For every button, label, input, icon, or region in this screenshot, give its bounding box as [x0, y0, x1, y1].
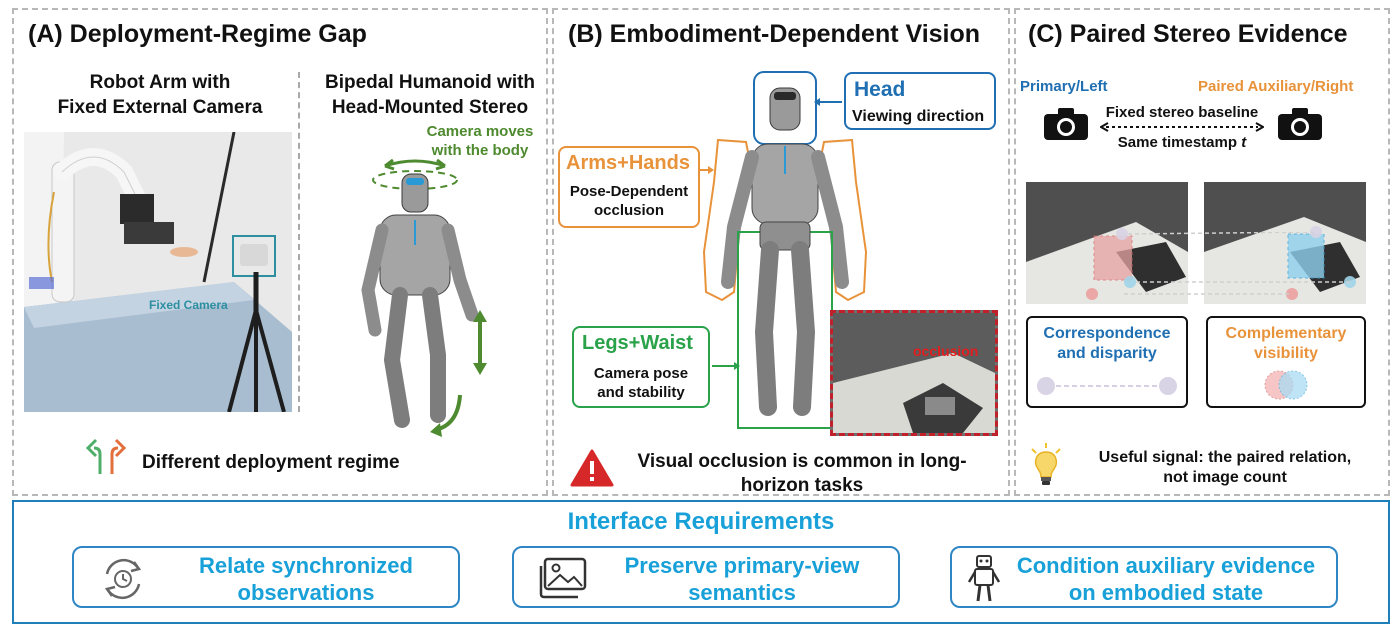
legs-callout-sub: Camera pose and stability: [593, 365, 689, 401]
requirement-text-primary-view: Preserve primary-view semantics: [624, 553, 860, 605]
arms-callout: Arms+Hands Pose-Dependent occlusion: [558, 146, 700, 228]
legs-callout: Legs+Waist Camera pose and stability: [572, 326, 710, 408]
panel-a: [12, 8, 548, 496]
requirement-item-sync: Relate synchronized observations: [72, 546, 460, 608]
arms-callout-title: Arms+Hands: [566, 152, 690, 174]
panel-b-title: (B) Embodiment-Dependent Vision: [568, 20, 981, 48]
requirement-item-primary-view: Preserve primary-view semantics: [512, 546, 900, 608]
correspondence-box: Correspondence and disparity: [1026, 316, 1188, 408]
panel-b: [552, 8, 1010, 496]
stereo-left-photo: [1026, 182, 1188, 304]
timestamp-label: Same timestamp t: [1117, 134, 1247, 151]
panel-a-title: (A) Deployment-Regime Gap: [28, 20, 367, 48]
camera-moves-caption: Camera moves with the body: [426, 123, 534, 159]
arms-callout-sub: Pose-Dependent occlusion: [569, 183, 689, 219]
occlusion-label: occlusion: [913, 343, 979, 359]
panel-c: [1014, 8, 1390, 496]
baseline-arrow: [1100, 122, 1264, 132]
requirements-box: [12, 500, 1390, 624]
occlusion-scene: [833, 313, 995, 433]
image-gallery-icon: [539, 557, 587, 599]
requirement-item-embodied: Condition auxiliary evidence on embodied…: [950, 546, 1338, 608]
robot-icon: [967, 555, 1001, 602]
primary-label: Primary/Left: [1020, 78, 1108, 95]
left-camera-icon: [1044, 108, 1088, 140]
baseline-label: Fixed stereo baseline: [1105, 104, 1259, 121]
robot-arm-scene: [24, 132, 292, 412]
head-callout-title: Head: [854, 78, 906, 101]
signal-text: Useful signal: the paired relation, not …: [1098, 449, 1352, 486]
humanoid-standing-figure: [702, 71, 868, 429]
sync-icon: [104, 558, 142, 600]
head-callout-sub: Viewing direction: [852, 108, 985, 125]
requirements-title: Interface Requirements: [567, 508, 835, 535]
legs-callout-title: Legs+Waist: [582, 332, 693, 354]
callout-connectors: [690, 98, 842, 370]
panel-a-separator: [298, 72, 300, 412]
correspondence-dots: [1037, 377, 1177, 395]
correspondence-text: Correspondence and disparity: [1043, 325, 1171, 362]
stereo-correspondence-lines: [1122, 232, 1352, 295]
requirement-text-sync: Relate synchronized observations: [199, 553, 413, 605]
complementary-box: Complementary visibility: [1206, 316, 1366, 408]
auxiliary-label: Paired Auxiliary/Right: [1198, 78, 1354, 95]
head-callout: Head Viewing direction: [844, 72, 996, 130]
panel-c-title: (C) Paired Stereo Evidence: [1028, 20, 1348, 48]
stereo-left-scene: [1026, 182, 1188, 304]
venn-icon: [1264, 370, 1308, 400]
occlusion-inset-photo: occlusion: [830, 310, 998, 436]
robot-arm-photo: Fixed Camera: [24, 132, 292, 412]
lightbulb-icon: [1031, 443, 1061, 485]
complementary-text: Complementary visibility: [1225, 325, 1347, 362]
warning-icon: [570, 449, 614, 487]
right-camera-icon: [1278, 108, 1322, 140]
warning-text: Visual occlusion is common in long- hori…: [637, 451, 967, 496]
humanoid-caption: Bipedal Humanoid with Head-Mounted Stere…: [324, 72, 536, 118]
regime-label: Different deployment regime: [142, 452, 400, 473]
split-arrows-icon: [86, 438, 127, 474]
requirement-text-embodied: Condition auxiliary evidence on embodied…: [1016, 553, 1316, 605]
fixed-camera-label: Fixed Camera: [149, 298, 228, 312]
humanoid-walking-figure: [361, 158, 487, 437]
robot-arm-caption: Robot Arm with Fixed External Camera: [57, 72, 263, 118]
